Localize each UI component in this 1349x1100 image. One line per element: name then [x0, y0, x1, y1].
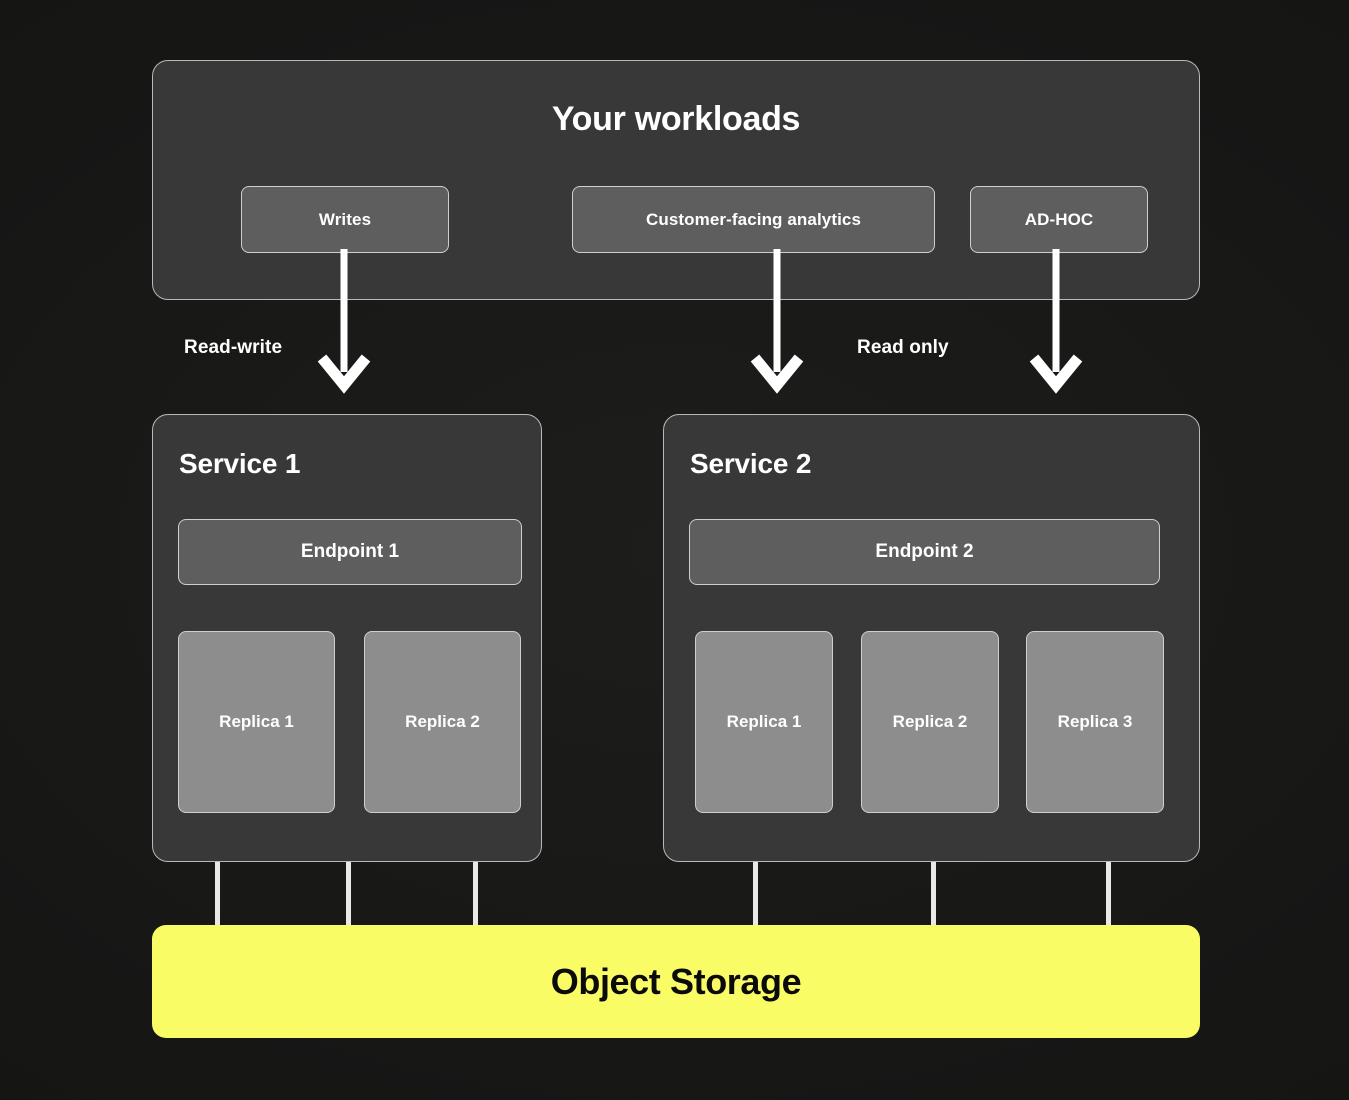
storage-connector-line — [346, 862, 351, 930]
workloads-title: Your workloads — [551, 100, 801, 138]
replica-box[interactable]: Replica 2 — [364, 631, 521, 813]
endpoint-box-2[interactable]: Endpoint 2 — [689, 519, 1160, 585]
workload-chip-customer-facing-analytics[interactable]: Customer-facing analytics — [572, 186, 935, 253]
workload-chip-ad-hoc[interactable]: AD-HOC — [970, 186, 1148, 253]
flow-arrow-ad-hoc — [1029, 249, 1083, 394]
object-storage-label: Object Storage — [550, 960, 802, 1002]
flow-arrow-customer-facing-analytics — [750, 249, 804, 394]
flow-label-read-write: Read-write — [184, 337, 283, 358]
storage-connector-line — [931, 862, 936, 930]
service-title-1: Service 1 — [179, 448, 301, 479]
replica-box[interactable]: Replica 2 — [861, 631, 999, 813]
workloads-panel: Your workloads Writes Customer-facing an… — [152, 60, 1200, 300]
storage-connector-line — [473, 862, 478, 930]
replica-box[interactable]: Replica 3 — [1026, 631, 1164, 813]
replica-box[interactable]: Replica 1 — [178, 631, 335, 813]
object-storage-bar[interactable]: Object Storage — [152, 925, 1200, 1038]
service-title-2: Service 2 — [690, 448, 812, 479]
storage-connector-line — [753, 862, 758, 930]
flow-label-read-only: Read only — [857, 337, 949, 358]
service-panel-2: Service 2 Endpoint 2 Replica 1 Replica 2… — [663, 414, 1200, 862]
endpoint-box-1[interactable]: Endpoint 1 — [178, 519, 522, 585]
storage-connector-line — [1106, 862, 1111, 930]
replica-box[interactable]: Replica 1 — [695, 631, 833, 813]
service-panel-1: Service 1 Endpoint 1 Replica 1 Replica 2 — [152, 414, 542, 862]
flow-arrow-writes — [317, 249, 371, 394]
storage-connector-line — [215, 862, 220, 930]
